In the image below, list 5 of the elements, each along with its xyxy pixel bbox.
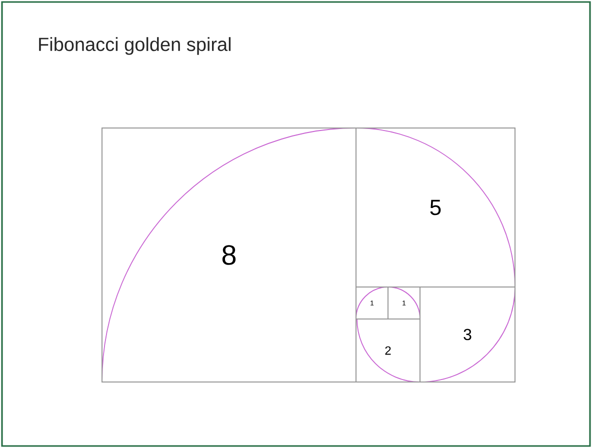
square: 5 (356, 128, 516, 288)
square: 8 (102, 128, 356, 382)
square: 3 (420, 286, 516, 382)
square: 2 (356, 318, 420, 382)
title: Fibonacci golden spiral (39, 37, 231, 55)
